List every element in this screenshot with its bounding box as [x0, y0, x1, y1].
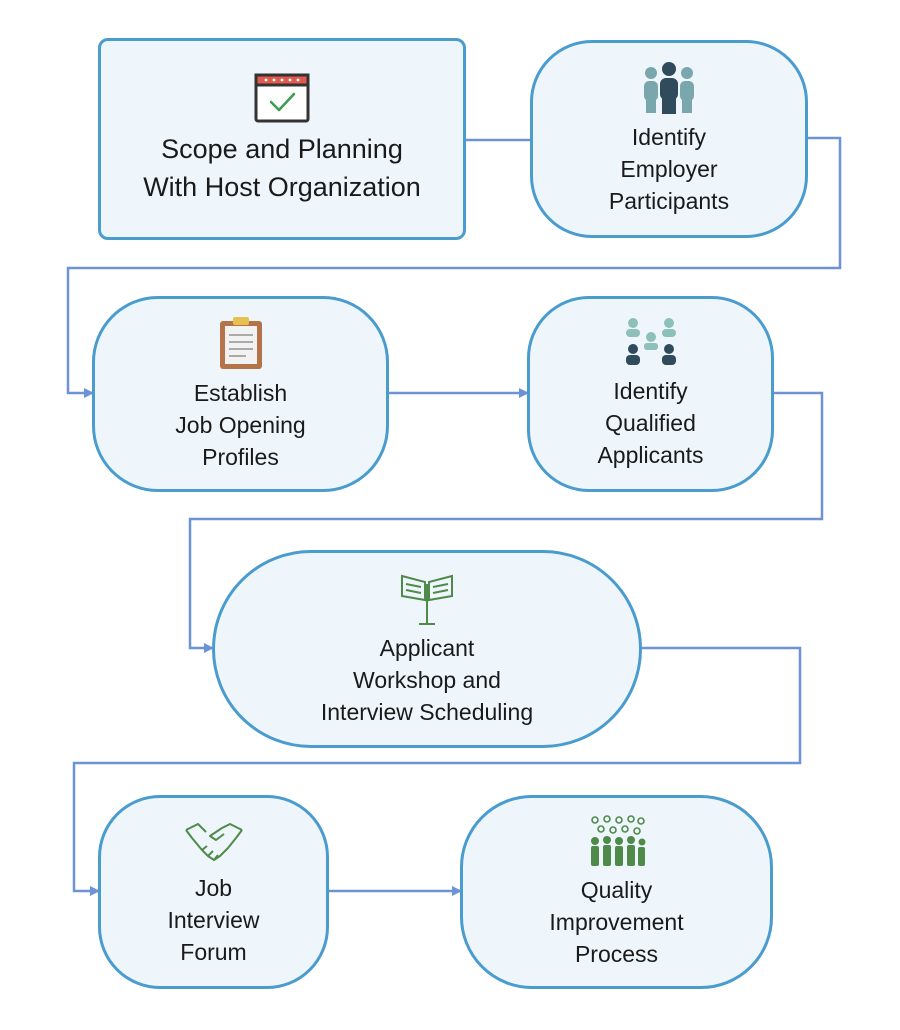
team-meeting-icon	[625, 318, 676, 365]
people-group-icon	[644, 62, 694, 114]
step-establish-job-opening-profiles: Establish Job Opening Profiles	[92, 296, 389, 492]
signpost-icon	[401, 574, 453, 625]
step-label: Applicant Workshop and Interview Schedul…	[320, 635, 534, 725]
step-label: Identify Qualified Applicants	[597, 378, 704, 468]
clipboard-icon	[219, 317, 262, 369]
step-label: Quality Improvement Process	[549, 877, 684, 967]
step-scope-and-planning: Scope and Planning With Host Organizatio…	[98, 38, 466, 240]
step-identify-employer-participants: Identify Employer Participants	[530, 40, 808, 238]
connector-workshop-to-forum	[72, 646, 802, 896]
step-label: Job Interview Forum	[167, 875, 260, 965]
step-identify-qualified-applicants: Identify Qualified Applicants	[527, 296, 774, 492]
step-label: Scope and Planning With Host Organizatio…	[143, 134, 421, 202]
crowd-icon	[590, 815, 645, 866]
handshake-icon	[184, 823, 243, 861]
calendar-check-icon	[254, 73, 310, 123]
step-applicant-workshop-and-interview-scheduling: Applicant Workshop and Interview Schedul…	[212, 550, 642, 748]
connector-employer-to-profiles	[66, 136, 842, 398]
connector-applicants-to-workshop	[188, 391, 824, 653]
step-label: Identify Employer Participants	[608, 124, 730, 214]
step-job-interview-forum: Job Interview Forum	[98, 795, 329, 989]
step-quality-improvement-process: Quality Improvement Process	[460, 795, 773, 989]
step-label: Establish Job Opening Profiles	[175, 380, 306, 470]
